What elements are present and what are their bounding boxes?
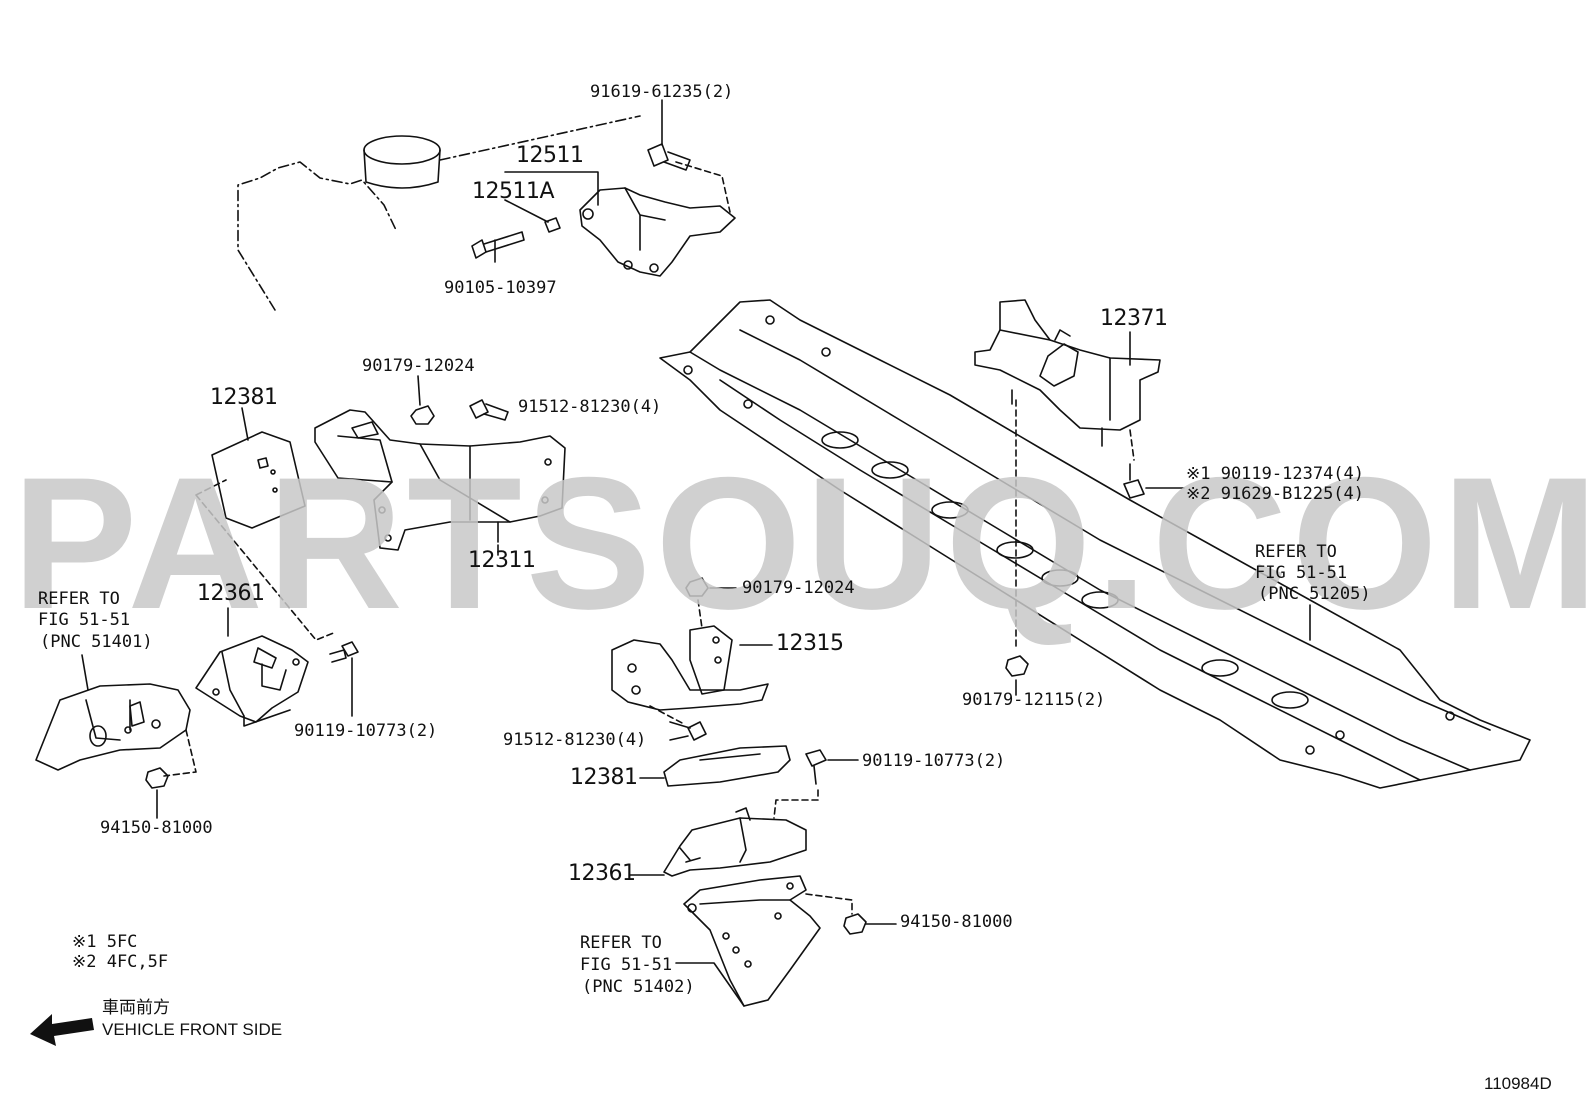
label-90179-12115: 90179-12115(2) [962,690,1106,710]
leader-91512-lower [669,735,689,741]
label-90119-10773-lower: 90119-10773(2) [862,751,1006,771]
label-12361-lower: 12361 [568,861,636,886]
engine-bracket-51402-icon [683,875,821,1007]
transmission-mount-12371-icon [974,299,1161,447]
ref-right-line1: REFER TO [1255,542,1337,562]
ref-bottom-line2: FIG 51-51 [580,955,673,975]
label-note-1: ※1 90119-12374(4) [1186,464,1365,484]
bolt-90119-12374-icon [1123,463,1145,499]
dashed-link-left-mount [195,479,337,641]
ref-bottom-line3: (PNC 51402) [582,977,695,997]
leader-ref-left [81,654,89,691]
ref-left-line1: REFER TO [38,589,120,609]
label-12361-left: 12361 [197,581,265,606]
nut-94150-lower-icon [843,913,867,935]
leader-90179-top [417,375,421,406]
dashed-link-lower-mount [773,789,819,819]
label-90179-12024-top: 90179-12024 [362,356,475,376]
dashed-link-12511 [675,161,731,213]
label-94150-81000-lower: 94150-81000 [900,912,1013,932]
ref-bottom-line1: REFER TO [580,933,662,953]
label-12381-lower: 12381 [570,765,638,790]
dashed-link-12371 [1129,429,1135,461]
legend-line2: ※2 4FC,5F [72,952,169,972]
label-note-2: ※2 91629-B1225(4) [1186,484,1365,504]
front-direction-arrow-icon [30,1014,94,1046]
bolt-91512-lower-icon [669,721,707,741]
label-12311: 12311 [468,548,536,573]
nut-94150-left-icon [145,767,169,789]
insulator-pad-12381-lower-icon [663,745,791,787]
frame-crossmember-51205-icon [659,299,1531,789]
label-12511a: 12511A [472,179,555,204]
engine-mount-12361-left-icon [195,635,309,727]
label-90105-10397: 90105-10397 [444,278,557,298]
label-91619-61235: 91619-61235(2) [590,82,734,102]
dashed-link-12315 [697,599,703,629]
bolt-91512-top-icon [469,399,509,421]
label-91512-81230-top: 91512-81230(4) [518,397,662,417]
ref-right-line2: FIG 51-51 [1255,563,1348,583]
bolt-90119-left-icon [329,641,359,663]
leader-12381-left [241,407,249,441]
bolt-90105-icon [471,231,525,259]
direction-label-en: VEHICLE FRONT SIDE [102,1020,283,1039]
ref-right-line3: (PNC 51205) [1258,584,1371,604]
legend-line1: ※1 5FC [72,932,138,952]
dashed-link-91512 [649,705,685,725]
nut-90179-top-icon [410,405,435,425]
bushing-12511a-icon [544,217,561,233]
engine-mount-bracket-12511-icon [579,187,736,277]
ref-left-line3: (PNC 51401) [40,632,153,652]
direction-label-jp: 車両前方 [102,998,170,1017]
leader-ref-bottom [675,962,745,1007]
crossmember-12311-icon [314,409,566,551]
nut-90179-lower-icon [685,577,709,597]
label-12315: 12315 [776,631,844,656]
ref-left-line2: FIG 51-51 [38,610,131,630]
leader-lines-top [494,99,663,263]
bolt-90119-lower-icon [805,749,827,785]
label-90179-12024-lower: 90179-12024 [742,578,855,598]
label-12511: 12511 [516,143,584,168]
dashed-link-lower-nut [805,893,853,915]
label-12381-left: 12381 [210,385,278,410]
label-90119-10773-left: 90119-10773(2) [294,721,438,741]
figure-id: 110984D [1484,1074,1552,1093]
label-12371: 12371 [1100,306,1168,331]
engine-bracket-51401-icon [35,683,191,771]
insulator-pad-12381-left-icon [211,431,306,529]
engine-mount-12361-lower-icon [663,807,807,877]
mount-bracket-12315-icon [611,625,769,711]
engine-outline [237,115,641,311]
nut-90179-12115-icon [1005,655,1029,677]
oil-filler-cap [363,135,441,189]
dashed-link-left-nut [163,729,197,777]
bolt-91619-icon [647,143,691,171]
label-94150-81000-left: 94150-81000 [100,818,213,838]
label-91512-81230-lower: 91512-81230(4) [503,730,647,750]
